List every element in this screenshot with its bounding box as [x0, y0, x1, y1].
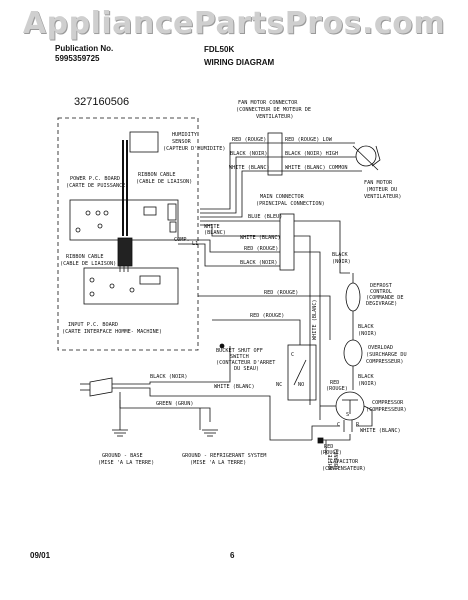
label-fan-motor-2: (MOTEUR DU [366, 187, 397, 193]
power-plug [89, 377, 113, 397]
l1-label: L1 [192, 241, 198, 247]
label-capacitor-1: CAPACITOR [330, 459, 359, 465]
wire-white-common: WHITE (BLANC) COMMON [285, 165, 347, 171]
label-overload-3: COMPRESSEUR) [366, 359, 403, 365]
label-bucket-1: BUCKET SHUT OFF [216, 348, 263, 354]
label-fan-motor-connector-2: (CONNECTEUR DE MOTEUR DE [236, 107, 311, 113]
label-humidity-2: SENSOR [172, 139, 192, 145]
cap-s-label: S [346, 412, 349, 418]
label-power-board-1: POWER P.C. BOARD [70, 176, 120, 182]
wire-white-b: WHITE (BLANC) [240, 235, 281, 241]
wire-black-i: (NOIR) [358, 381, 377, 387]
label-defrost-3: (COMMANDE DE [366, 295, 403, 301]
cap-c-label: C [337, 422, 340, 428]
wire-black-e: BLACK [358, 324, 374, 330]
cap-r-label: R [356, 422, 360, 428]
label-input-board-1: INPUT P.C. BOARD [68, 322, 118, 328]
label-ground-base-2: (MISE 'A LA TERRE) [98, 460, 154, 466]
watermark: AppliancePartsPros.com [22, 6, 446, 41]
footer-page: 6 [230, 551, 235, 560]
wire-black-a: BLACK (NOIR) [230, 151, 267, 157]
label-ribbon-left-2: (CABLE DE LIAISON) [60, 261, 116, 267]
wire-white-a: WHITE (BLANC) [229, 165, 270, 171]
part-number: 327160506 [74, 96, 130, 108]
label-input-board-2: (CARTE INTERFACE HOMME- MACHINE) [62, 329, 162, 335]
wire-blue: BLUE (BLEU) [248, 214, 282, 220]
fan-motor [355, 145, 377, 167]
label-ground-base-1: GROUND - BASE [102, 453, 143, 459]
main-connector [279, 213, 295, 271]
label-fan-motor-1: FAN MOTOR [364, 180, 393, 186]
fan-motor-connector [267, 132, 283, 176]
label-defrost-4: DEGIVRAGE) [366, 301, 397, 307]
wire-black-g: BLACK (NOIR) [150, 374, 187, 380]
publication-label: Publication No. [55, 44, 114, 53]
ribbon-cable [117, 237, 133, 267]
wire-black-f: (NOIR) [358, 331, 377, 337]
humidity-sensor [129, 131, 159, 153]
wire-red-h: (ROUGE) [320, 450, 342, 456]
wire-red-d: RED (ROUGE) [250, 313, 284, 319]
wire-red-b: RED (ROUGE) [244, 246, 278, 252]
label-overload-1: OVERLOAD [368, 345, 393, 351]
label-ground-refrig-1: GROUND - REFRIGERANT SYSTEM [182, 453, 266, 459]
wire-red-e: RED [330, 380, 339, 386]
label-bucket-4: DU SEAU) [234, 366, 259, 372]
label-humidity-3: (CAPTEUR D'HUMIDITE) [163, 146, 225, 152]
wire-white-d: (BLANC) [204, 230, 226, 236]
label-fan-motor-connector-3: VENTILATEUR) [256, 114, 293, 120]
nc-label: NC [276, 382, 282, 388]
label-compressor-2: (COMPRESSEUR) [366, 407, 407, 413]
label-main-connector-2: (PRINCIPAL CONNECTION) [256, 201, 325, 207]
label-defrost-2: CONTROL [370, 289, 392, 295]
model-number: FDL50K [204, 45, 235, 54]
wire-white-c: WHITE [204, 224, 220, 230]
wire-white-vertical: WHITE (BLANC) [312, 299, 318, 340]
publication-number: 5995359725 [55, 54, 100, 63]
label-humidity-1: HUMIDITY [172, 132, 198, 138]
label-fan-motor-connector-1: FAN MOTOR CONNECTOR [238, 100, 298, 106]
input-pc-board [83, 267, 179, 305]
wire-red-f: (ROUGE) [326, 386, 348, 392]
wire-black-c: BLACK [332, 252, 348, 258]
wire-white-vertical-3: (BLANC) [334, 448, 340, 470]
bucket-switch [287, 344, 317, 401]
wire-white-vertical-2: WHITE [328, 454, 334, 470]
diagram-title: WIRING DIAGRAM [204, 58, 275, 67]
wire-black-b: BLACK (NOIR) [240, 260, 277, 266]
comp-label: COMP. [174, 237, 190, 243]
footer-date: 09/01 [30, 551, 51, 560]
label-capacitor-2: (CONDENSATEUR) [322, 466, 366, 472]
label-ribbon-top-2: (CABLE DE LIAISON) [136, 179, 192, 185]
no-label: NO [298, 382, 304, 388]
label-overload-2: (SURCHARGE DU [366, 352, 407, 358]
wire-white-e: WHITE (BLANC) [214, 384, 255, 390]
label-compressor-1: COMPRESSOR [372, 400, 404, 406]
control-box-outline [57, 117, 199, 351]
c-label: C [291, 352, 294, 358]
wire-green: GREEN (GRUN) [156, 401, 193, 407]
label-power-board-2: (CARTE DE PUISSANCE) [66, 183, 128, 189]
label-bucket-2: SWITCH [230, 354, 249, 360]
label-ribbon-top-1: RIBBON CABLE [138, 172, 175, 178]
label-fan-motor-3: VENTILATEUR) [364, 194, 401, 200]
wire-red-low: RED (ROUGE) LOW [285, 137, 333, 143]
label-ribbon-left-1: RIBBON CABLE [66, 254, 103, 260]
label-ground-refrig-2: (MISE 'A LA TERRE) [190, 460, 246, 466]
wire-black-h: BLACK [358, 374, 374, 380]
wire-white-f: WHITE (BLANC) [360, 428, 401, 434]
label-main-connector-1: MAIN CONNECTOR [260, 194, 305, 200]
wire-red-a: RED (ROUGE) [232, 137, 266, 143]
label-bucket-3: (CONTACTEUR D'ARRET [216, 360, 275, 366]
label-defrost-1: DEFROST [370, 283, 392, 289]
wire-red-c: RED (ROUGE) [264, 290, 298, 296]
wire-black-high: BLACK (NOIR) HIGH [285, 151, 338, 157]
wire-black-d: (NOIR) [332, 259, 351, 265]
wire-red-g: RED [324, 444, 333, 450]
